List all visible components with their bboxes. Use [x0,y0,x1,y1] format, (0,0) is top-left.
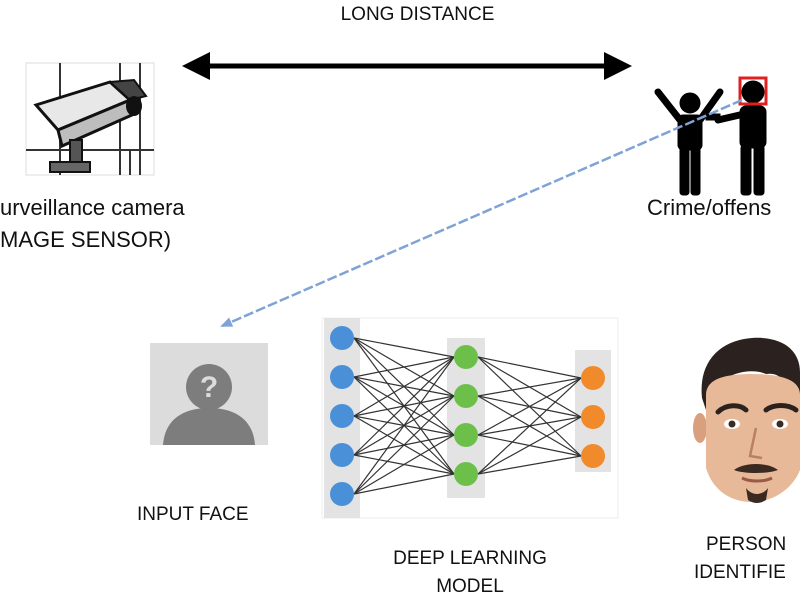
identified-person-face-icon [693,337,800,503]
network-nodes [330,326,605,506]
network-edge [353,434,455,495]
person-label-line1: PERSON [706,534,787,555]
camera-label-line1: urveillance camera [0,195,185,220]
network-edge [353,337,455,358]
network-edge [353,356,455,495]
hidden-node [454,384,478,408]
input-node [330,326,354,350]
camera-label-line2: MAGE SENSOR) [0,227,172,252]
network-edge [353,395,455,495]
svg-text:?: ? [200,371,218,404]
surveillance-camera-icon [25,62,155,176]
person-label-line2: IDENTIFIE [694,562,786,583]
input-node [330,365,354,389]
model-label-line2: MODEL [436,576,504,597]
network-edge [477,377,582,436]
network-edge [477,377,582,475]
crime-scene-icon [654,76,768,196]
input-node [330,443,354,467]
network-edges [353,337,582,495]
network-edge [477,356,582,379]
network-edge [353,356,455,378]
network-edge [477,455,582,475]
network-edge [353,356,455,417]
neural-network [321,317,619,519]
hidden-node [454,462,478,486]
network-edge [477,377,582,397]
long-distance-arrow [182,52,632,80]
input-node [330,482,354,506]
face-capture-arrow [220,98,743,328]
network-edge [353,473,455,495]
output-node [581,405,605,429]
model-label-line1: DEEP LEARNING [393,548,547,569]
input-node [330,404,354,428]
hidden-node [454,345,478,369]
network-edge [477,416,582,475]
crime-label: Crime/offens [647,195,772,220]
output-node [581,366,605,390]
long-distance-label: LONG DISTANCE [340,4,495,25]
hidden-node [454,423,478,447]
unknown-person-icon: ? [150,343,268,445]
face-detection-box [738,76,768,106]
output-node [581,444,605,468]
network-edge [353,356,455,456]
input-face-label: INPUT FACE [137,504,249,525]
